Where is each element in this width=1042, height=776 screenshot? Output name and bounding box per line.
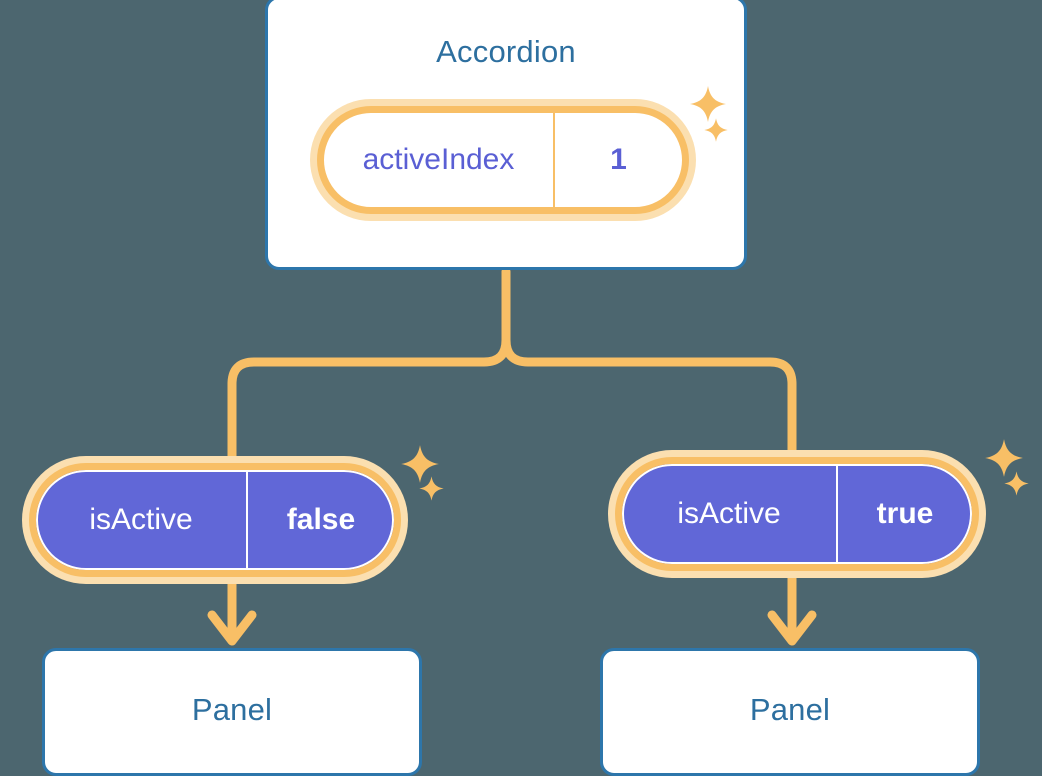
connector-left-branch	[227, 267, 511, 461]
sparkle-icon	[983, 437, 1025, 479]
sparkle-small-icon	[418, 475, 445, 502]
state-chip-key: isActive	[622, 464, 838, 564]
state-chip-ring: isActive true	[615, 457, 979, 571]
state-chip-ring: activeIndex 1	[317, 106, 689, 214]
state-chip-key: isActive	[36, 470, 248, 570]
panel-component-card-left[interactable]: Panel	[42, 648, 422, 776]
arrow-down-icon-right	[767, 610, 817, 646]
panel-component-card-right[interactable]: Panel	[600, 648, 980, 776]
panel-title: Panel	[749, 692, 831, 727]
state-chip-value: false	[286, 503, 356, 536]
sparkle-icon	[399, 443, 441, 485]
connector-right-branch	[501, 267, 797, 457]
page-title: Accordion	[436, 34, 576, 69]
state-chip-is-active-left[interactable]: isActive false	[22, 456, 408, 584]
arrow-down-icon-left	[207, 610, 257, 646]
state-chip-active-index[interactable]: activeIndex 1	[310, 99, 696, 221]
panel-title: Panel	[191, 692, 273, 727]
sparkle-small-icon	[1003, 470, 1030, 497]
state-chip-value: 1	[610, 143, 627, 176]
state-chip-is-active-right[interactable]: isActive true	[608, 450, 986, 578]
state-chip-key: activeIndex	[324, 113, 555, 207]
state-chip-value: true	[876, 497, 934, 530]
state-chip-ring: isActive false	[29, 463, 401, 577]
